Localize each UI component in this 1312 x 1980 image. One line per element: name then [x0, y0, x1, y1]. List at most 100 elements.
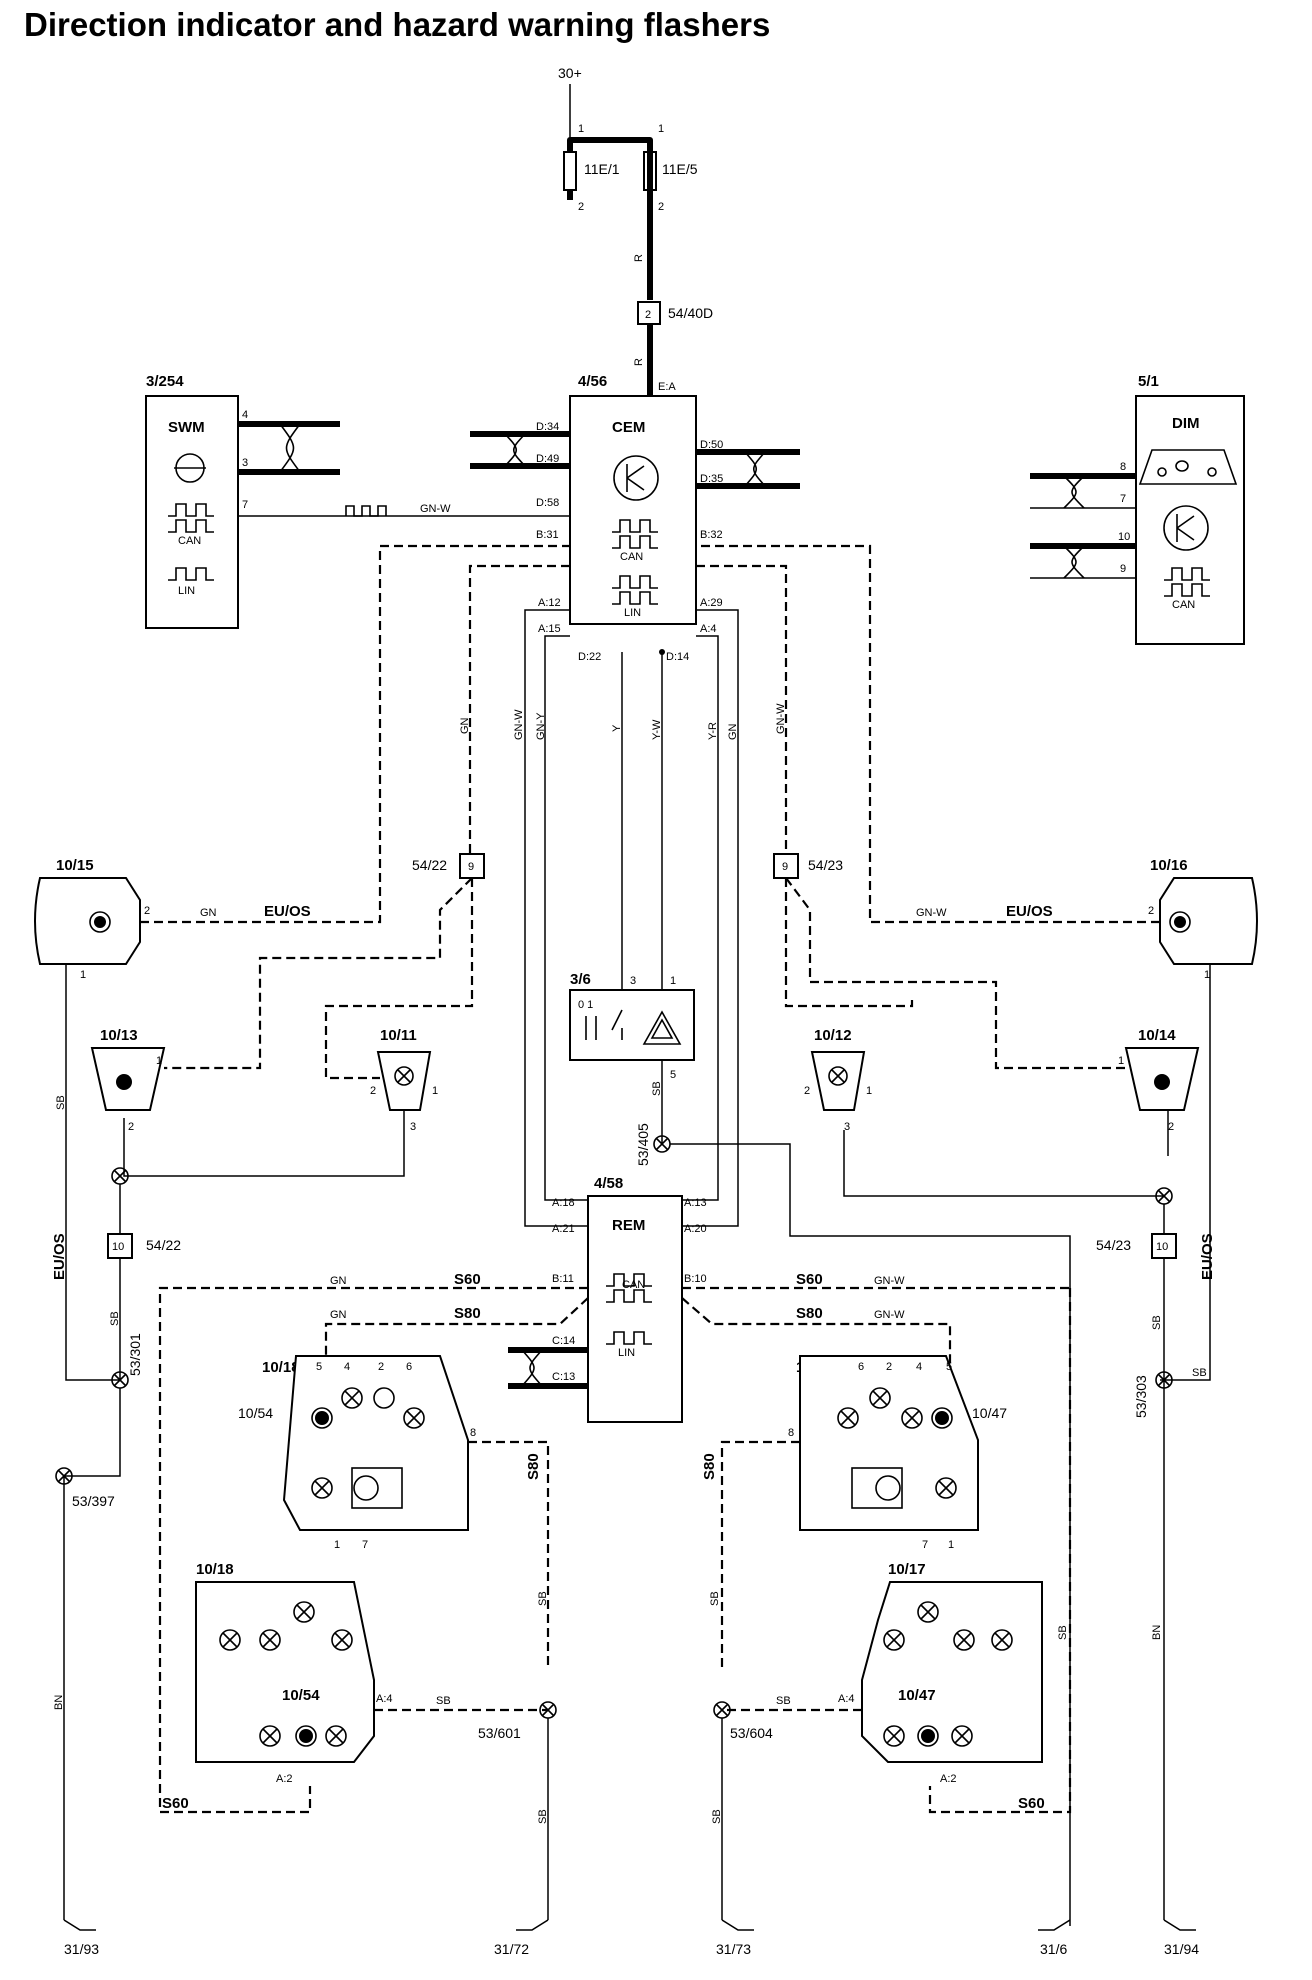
ground-31-73: 31/73	[716, 1941, 751, 1957]
svg-text:4: 4	[344, 1361, 350, 1373]
svg-text:SB: SB	[436, 1695, 451, 1707]
ground-31-6: 31/6	[1040, 1941, 1067, 1957]
svg-text:B:31: B:31	[536, 529, 559, 541]
connector-54-23-top	[773, 853, 799, 879]
svg-text:1: 1	[948, 1539, 954, 1551]
svg-text:SB: SB	[1192, 1367, 1207, 1379]
euos-right-front: EU/OS	[1006, 903, 1053, 920]
svg-text:5: 5	[670, 1069, 676, 1081]
svg-text:53/397: 53/397	[72, 1493, 115, 1509]
rem-lin: LIN	[618, 1347, 635, 1359]
svg-text:54/23: 54/23	[808, 857, 843, 873]
svg-text:10/47: 10/47	[972, 1405, 1007, 1421]
dim-module: 5/1 DIM CAN 8 7 10 9	[1030, 373, 1245, 645]
svg-text:53/301: 53/301	[127, 1333, 143, 1376]
svg-text:1: 1	[432, 1085, 438, 1097]
euos-left-front: EU/OS	[264, 903, 311, 920]
svg-text:GN: GN	[727, 723, 739, 740]
svg-text:A:21: A:21	[552, 1223, 575, 1235]
dim-name: DIM	[1172, 415, 1200, 432]
svg-text:1: 1	[658, 123, 664, 135]
svg-text:10/13: 10/13	[100, 1027, 138, 1044]
svg-text:4: 4	[242, 409, 248, 421]
hazard-switch-id: 3/6	[570, 971, 591, 988]
svg-text:Y: Y	[611, 724, 623, 732]
svg-text:EU/OS: EU/OS	[51, 1233, 68, 1280]
bulb-icon	[1174, 916, 1186, 928]
svg-text:GN-W: GN-W	[513, 709, 525, 740]
svg-text:GN: GN	[459, 717, 471, 734]
svg-text:2: 2	[370, 1085, 376, 1097]
svg-text:SB: SB	[651, 1081, 663, 1096]
swm-id: 3/254	[146, 373, 184, 390]
side-repeaters: 10/13 1 2 10/11 2 1 3 10/12 2 1 3 10/14 …	[90, 1027, 1200, 1133]
svg-text:GN-W: GN-W	[916, 907, 947, 919]
svg-text:A:13: A:13	[684, 1197, 707, 1209]
svg-text:8: 8	[1120, 461, 1126, 473]
wire-color-gnw-swm: GN-W	[420, 503, 451, 515]
rem-id: 4/58	[594, 1175, 623, 1192]
fuse-11e5-label: 11E/5	[662, 161, 698, 177]
svg-text:2: 2	[1148, 905, 1154, 917]
svg-text:GN-W: GN-W	[874, 1275, 905, 1287]
svg-text:SB: SB	[537, 1591, 549, 1606]
svg-text:A:18: A:18	[552, 1197, 575, 1209]
svg-text:Y-R: Y-R	[707, 722, 719, 740]
svg-text:2: 2	[128, 1121, 134, 1133]
svg-text:2: 2	[886, 1361, 892, 1373]
svg-text:A:2: A:2	[276, 1773, 293, 1785]
svg-text:A:2: A:2	[940, 1773, 957, 1785]
svg-text:1: 1	[578, 123, 584, 135]
svg-text:1: 1	[670, 975, 676, 987]
svg-text:2: 2	[658, 201, 664, 213]
svg-text:9: 9	[468, 861, 474, 873]
svg-text:2: 2	[804, 1085, 810, 1097]
rem-module: 4/58 REM CAN LIN A:18 A:21 A:13 A:20 B:1…	[508, 1175, 707, 1423]
fuse-11e1-label: 11E/1	[584, 161, 620, 177]
svg-text:10/14: 10/14	[1138, 1027, 1176, 1044]
instrument-cluster-icon	[1138, 449, 1238, 485]
svg-text:3: 3	[410, 1121, 416, 1133]
front-lamps: 10/15 2 1 10/16 2 1 GN EU/OS GN-W EU/OS	[34, 544, 1258, 981]
fuse-11e1-symbol	[563, 151, 577, 191]
svg-text:D:49: D:49	[536, 453, 559, 465]
ground-31-93: 31/93	[64, 1941, 99, 1957]
side-connectors: GN 9 54/22 GN-W 9 54/23	[164, 564, 1126, 1080]
svg-text:C:13: C:13	[552, 1371, 575, 1383]
supply-section: 30+ 1 1 11E/1 11E/5 2 2 R 2 54/40D R	[558, 65, 713, 396]
svg-text:S60: S60	[162, 1795, 189, 1812]
svg-text:54/23: 54/23	[1096, 1237, 1131, 1253]
connector-54-40d-label: 54/40D	[668, 305, 713, 321]
swm-name: SWM	[168, 419, 205, 436]
dim-id: 5/1	[1138, 373, 1159, 390]
svg-text:53/604: 53/604	[730, 1725, 773, 1741]
s80-left: S80	[454, 1305, 481, 1322]
svg-text:A:20: A:20	[684, 1223, 707, 1235]
svg-text:10/54: 10/54	[238, 1405, 273, 1421]
svg-text:1: 1	[334, 1539, 340, 1551]
lamp-10-16-id: 10/16	[1150, 857, 1188, 874]
svg-text:6: 6	[858, 1361, 864, 1373]
svg-text:A:29: A:29	[700, 597, 723, 609]
ground-31-72: 31/72	[494, 1941, 529, 1957]
svg-text:10/54: 10/54	[282, 1687, 320, 1704]
svg-text:8: 8	[470, 1427, 476, 1439]
cem-can: CAN	[620, 551, 643, 563]
svg-text:B:32: B:32	[700, 529, 723, 541]
svg-text:0 1: 0 1	[578, 999, 593, 1011]
s60-right: S60	[796, 1271, 823, 1288]
lamp-10-15-id: 10/15	[56, 857, 94, 874]
ground-31-94: 31/94	[1164, 1941, 1199, 1957]
s80-right: S80	[796, 1305, 823, 1322]
svg-text:SB: SB	[711, 1809, 723, 1824]
svg-text:7: 7	[362, 1539, 368, 1551]
svg-text:10/18: 10/18	[262, 1359, 300, 1376]
svg-text:10/11: 10/11	[380, 1027, 417, 1044]
svg-text:10/18: 10/18	[196, 1561, 234, 1578]
svg-text:D:50: D:50	[700, 439, 723, 451]
svg-text:A:4: A:4	[838, 1693, 855, 1705]
svg-text:SB: SB	[776, 1695, 791, 1707]
svg-text:C:14: C:14	[552, 1335, 575, 1347]
dim-transistor-icon	[1163, 505, 1209, 551]
